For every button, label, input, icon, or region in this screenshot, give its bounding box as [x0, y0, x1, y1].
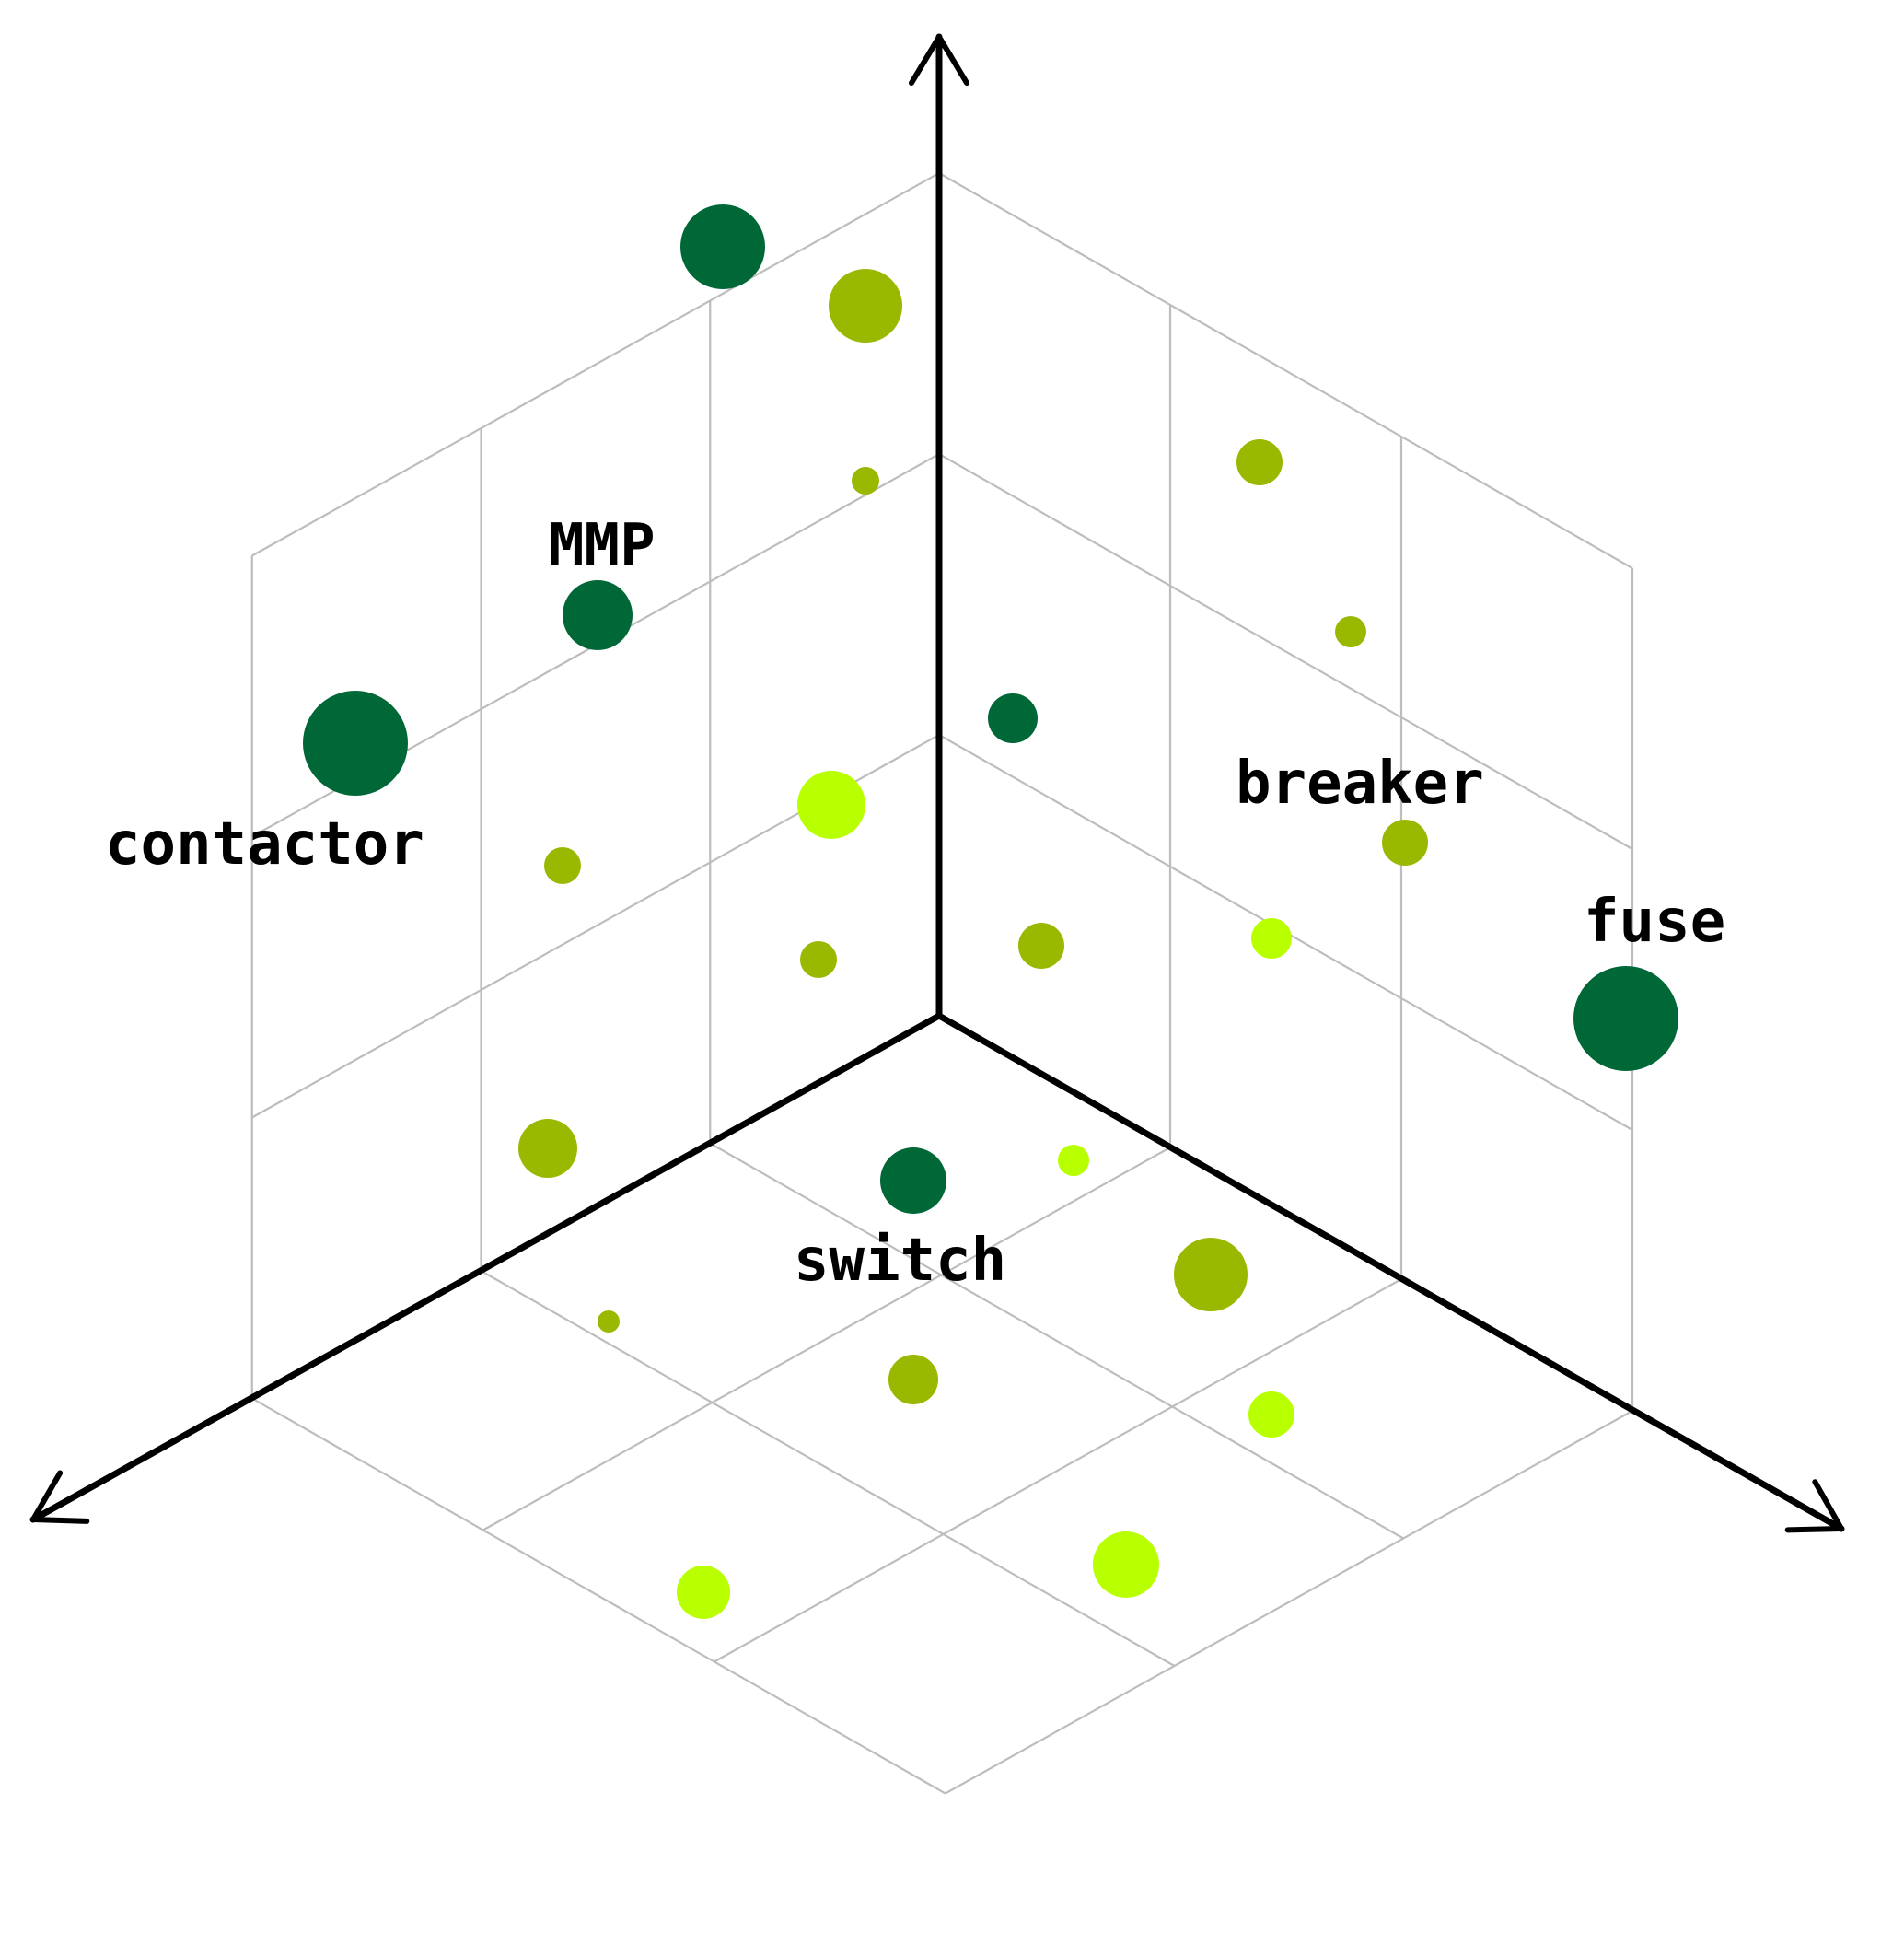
point-labels: contactor MMP breaker fuse switch: [105, 512, 1725, 1295]
left-wall-grid-line: [251, 172, 940, 557]
olive-green-point: [888, 1355, 938, 1404]
floor-grid-line: [709, 1142, 1404, 1540]
lime-point: [1248, 1391, 1294, 1438]
dark-green-point: [880, 1147, 946, 1214]
left-axis: [29, 1012, 943, 1523]
olive-green-point: [544, 847, 581, 884]
dark-green-point: [563, 580, 633, 650]
lime-point: [1058, 1145, 1089, 1176]
lime-point: [677, 1566, 730, 1619]
olive-green-point: [1382, 820, 1428, 866]
dark-green-point: [303, 691, 408, 796]
lime-point: [1093, 1531, 1159, 1598]
olive-green-point: [829, 269, 902, 343]
lime-point: [797, 771, 865, 839]
floor-grid-line: [251, 1397, 946, 1795]
axes: [29, 33, 1845, 1533]
floor-grid-line: [480, 1270, 1176, 1667]
left-axis-arrowhead: [30, 1470, 90, 1524]
dark-green-point: [680, 204, 765, 289]
dark-green-point: [988, 693, 1038, 743]
olive-green-point: [1174, 1238, 1248, 1311]
olive-green-point: [1335, 616, 1366, 647]
label-switch: switch: [794, 1227, 1006, 1295]
floor-grid-line: [482, 1147, 1171, 1531]
olive-green-point: [852, 467, 879, 495]
olive-green-point: [518, 1119, 577, 1178]
label-breaker: breaker: [1236, 750, 1484, 818]
right-axis-arrowhead: [1784, 1479, 1844, 1533]
floor-grid-line: [714, 1278, 1402, 1663]
right-wall-grid-line: [938, 453, 1633, 850]
olive-green-point: [800, 941, 837, 978]
lime-point: [1251, 918, 1292, 959]
right-wall-grid-line: [938, 172, 1633, 569]
right-axis: [935, 1012, 1845, 1532]
vertical-axis-arrowhead: [909, 34, 969, 86]
label-fuse: fuse: [1584, 888, 1725, 956]
scatter-points: [303, 204, 1678, 1619]
dark-green-point: [1573, 966, 1678, 1071]
floor-grid-line: [945, 1410, 1633, 1795]
olive-green-point: [598, 1310, 620, 1333]
olive-green-point: [1236, 439, 1283, 485]
olive-green-point: [1018, 923, 1064, 969]
label-contactor: contactor: [105, 810, 424, 879]
label-mmp: MMP: [549, 512, 656, 580]
